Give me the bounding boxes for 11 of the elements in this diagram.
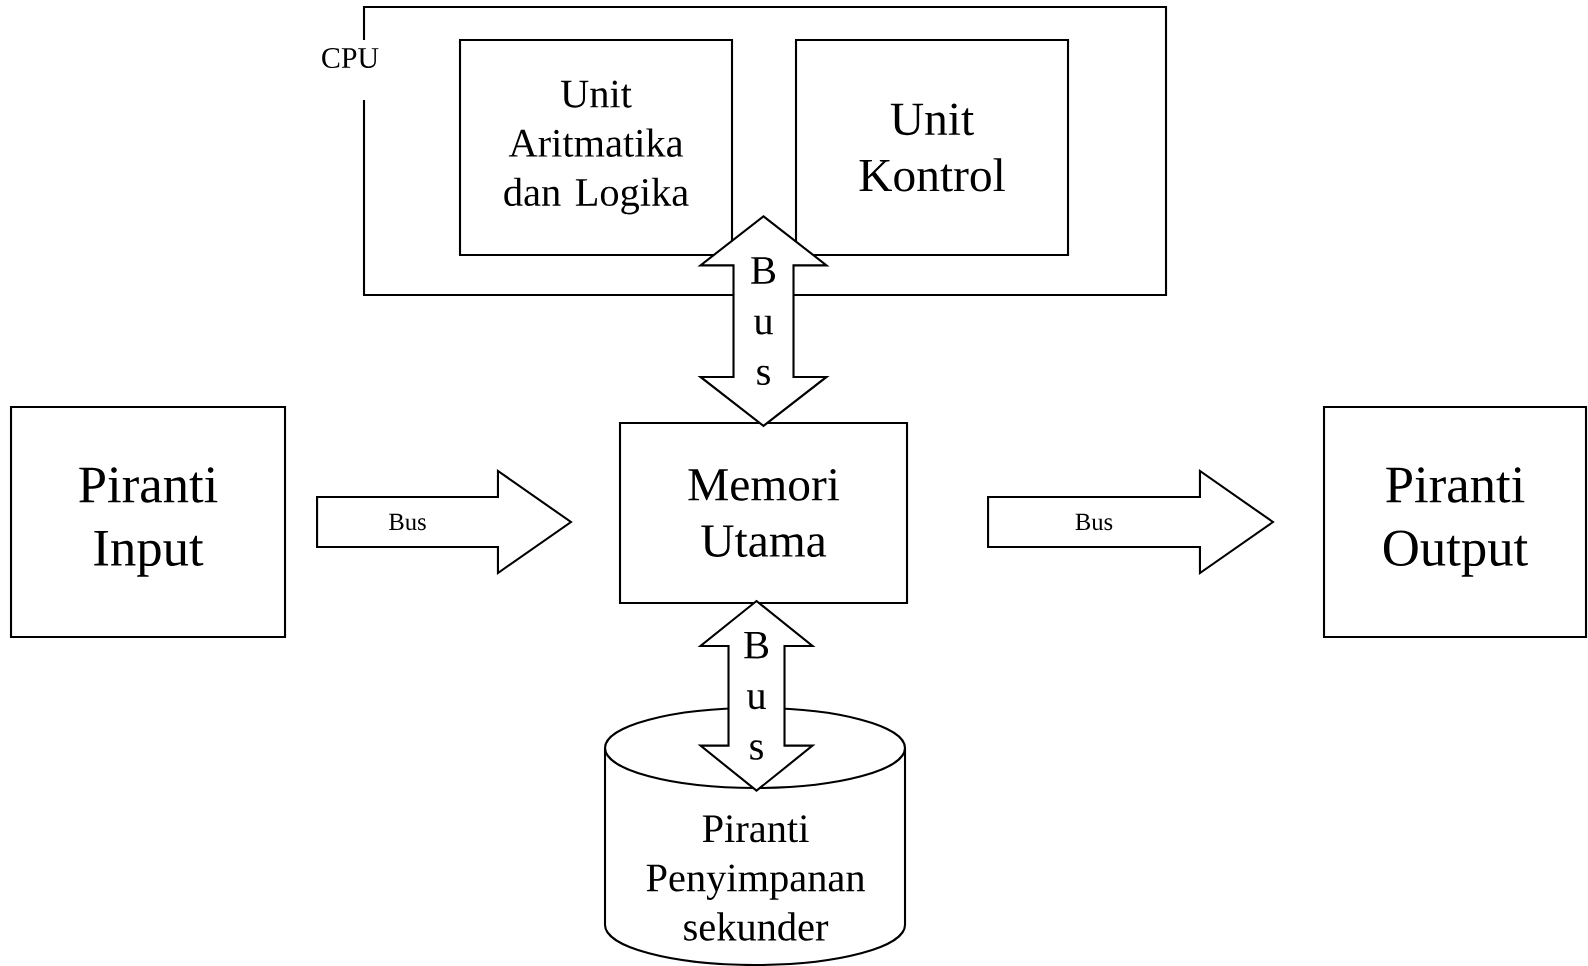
memory-box: Memori Utama	[618, 421, 909, 605]
block-arrow	[987, 468, 1275, 576]
device-box: Piranti Output	[1322, 405, 1588, 639]
edge-label: Bus	[386, 512, 429, 532]
device-box: Piranti Input	[9, 405, 287, 639]
block-arrow	[316, 468, 573, 576]
node-label: Piranti Penyimpanan sekunder	[646, 815, 865, 941]
edge-label: Bus	[745, 255, 782, 387]
process-box: Unit Aritmatika dan Logika	[458, 38, 734, 257]
process-box: Unit Kontrol	[794, 38, 1070, 257]
edge-label: Bus	[1073, 512, 1115, 532]
